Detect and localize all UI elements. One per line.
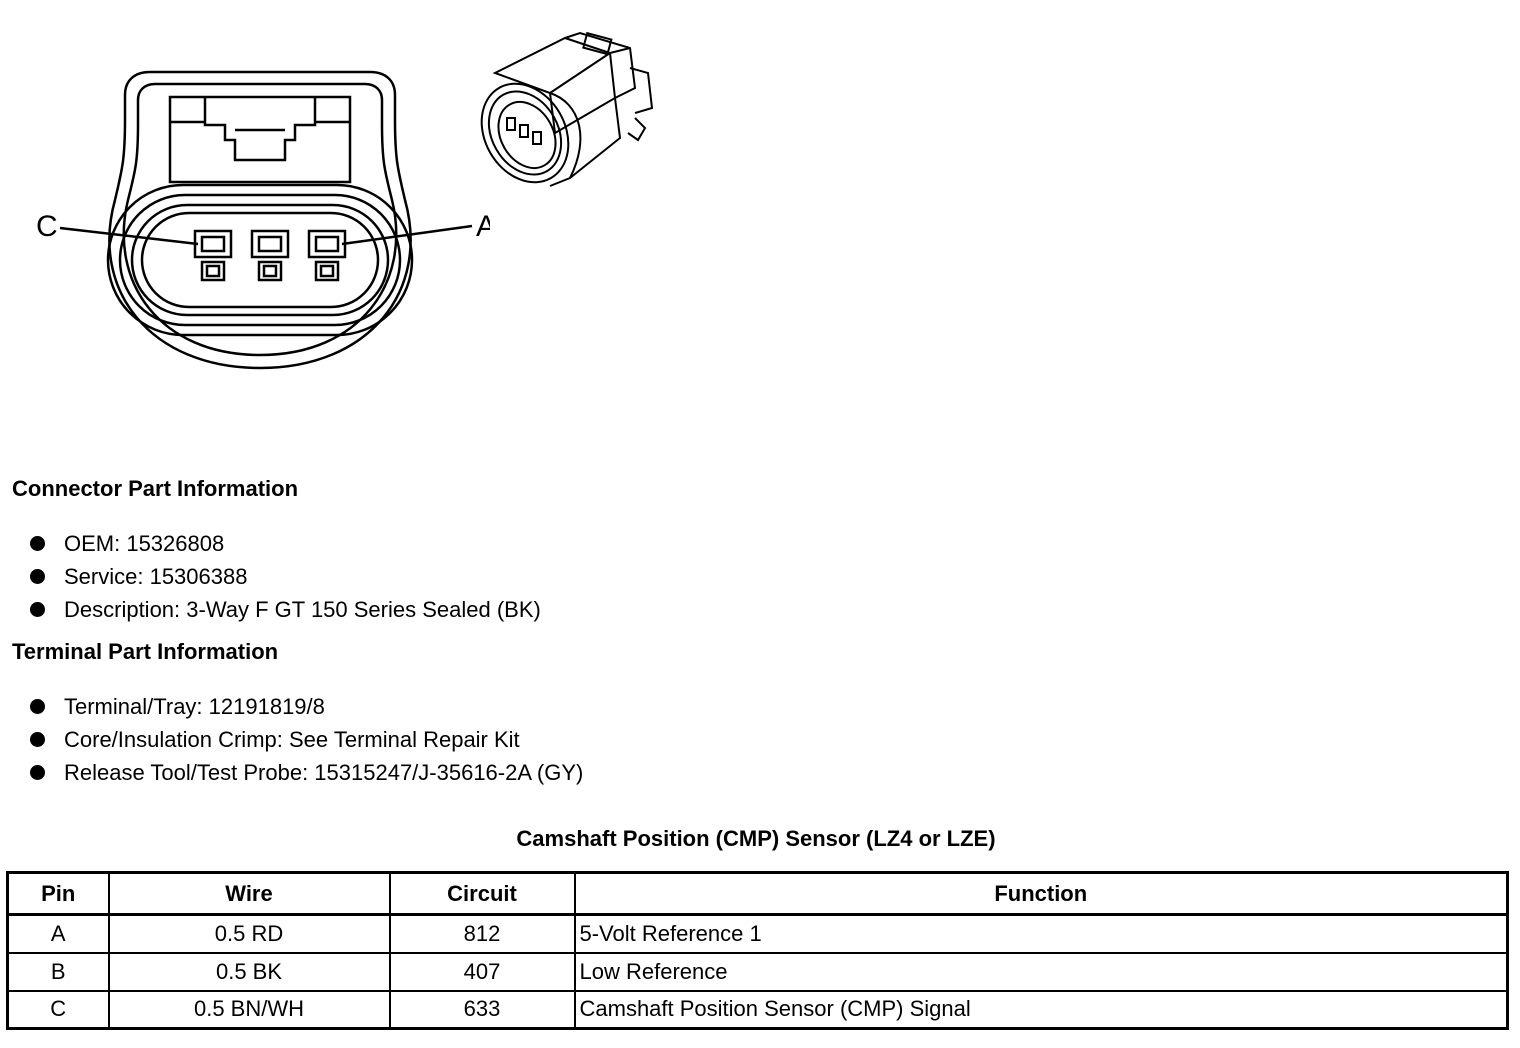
cell-wire: 0.5 BN/WH	[107, 989, 391, 1030]
pin-label-a: A	[476, 210, 490, 243]
column-header-pin: Pin	[6, 871, 110, 916]
pin-label-c: C	[36, 210, 58, 243]
connector-face-diagram: C A	[36, 70, 490, 370]
connector-3d-illustration	[480, 31, 654, 187]
pinout-table: Pin Wire Circuit Function A 0.5 RD 812 5…	[6, 871, 1509, 1030]
list-item: Core/Insulation Crimp: See Terminal Repa…	[28, 723, 583, 756]
list-item: OEM: 15326808	[28, 527, 541, 560]
connector-part-info-heading: Connector Part Information	[12, 476, 299, 501]
table-row: C 0.5 BN/WH 633 Camshaft Position Sensor…	[6, 989, 1509, 1030]
bullet-icon	[30, 536, 45, 551]
cell-circuit: 633	[388, 989, 576, 1030]
column-header-function: Function	[573, 871, 1509, 916]
table-header-row: Pin Wire Circuit Function	[6, 871, 1509, 916]
cell-wire: 0.5 RD	[107, 913, 391, 954]
cell-pin: B	[6, 951, 110, 992]
bullet-icon	[30, 602, 45, 617]
cell-pin: C	[6, 989, 110, 1030]
cell-function: Camshaft Position Sensor (CMP) Signal	[573, 989, 1509, 1030]
list-item: Service: 15306388	[28, 560, 541, 593]
cell-circuit: 407	[388, 951, 576, 992]
cell-function: Low Reference	[573, 951, 1509, 992]
cell-circuit: 812	[388, 913, 576, 954]
column-header-wire: Wire	[107, 871, 391, 916]
cell-wire: 0.5 BK	[107, 951, 391, 992]
table-title: Camshaft Position (CMP) Sensor (LZ4 or L…	[516, 826, 996, 851]
connector-part-info-list: OEM: 15326808 Service: 15306388 Descript…	[28, 527, 541, 626]
list-item: Release Tool/Test Probe: 15315247/J-3561…	[28, 756, 583, 789]
list-item: Description: 3-Way F GT 150 Series Seale…	[28, 593, 541, 626]
bullet-icon	[30, 699, 45, 714]
terminal-part-info-heading: Terminal Part Information	[12, 639, 279, 664]
cell-pin: A	[6, 913, 110, 954]
column-header-circuit: Circuit	[388, 871, 576, 916]
bullet-icon	[30, 732, 45, 747]
table-row: A 0.5 RD 812 5-Volt Reference 1	[6, 913, 1509, 954]
bullet-icon	[30, 765, 45, 780]
cell-function: 5-Volt Reference 1	[573, 913, 1509, 954]
terminal-part-info-list: Terminal/Tray: 12191819/8 Core/Insulatio…	[28, 690, 583, 789]
list-item: Terminal/Tray: 12191819/8	[28, 690, 583, 723]
bullet-icon	[30, 569, 45, 584]
table-row: B 0.5 BK 407 Low Reference	[6, 951, 1509, 992]
